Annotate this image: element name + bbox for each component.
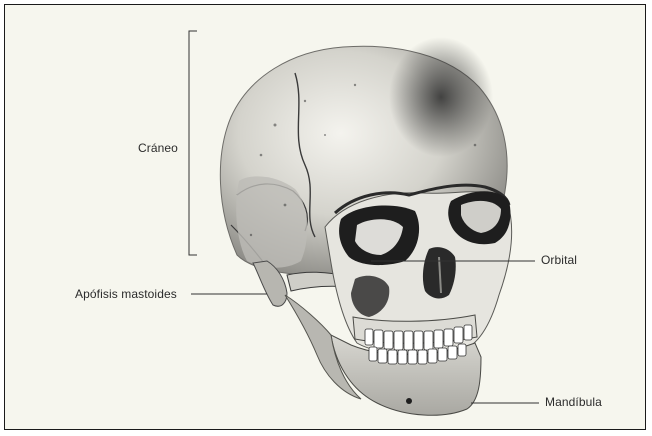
label-apofisis-mastoides: Apófisis mastoides [75,287,177,301]
crown-shading [389,37,493,157]
skull-illustration [5,5,646,430]
figure-frame: Cráneo Apófisis mastoides Orbital Mandíb… [4,4,646,430]
mental-foramen [406,398,412,404]
craneo-bracket [189,31,197,255]
label-craneo: Cráneo [138,141,178,155]
label-mandibula: Mandíbula [545,395,602,409]
label-orbital: Orbital [541,253,577,267]
